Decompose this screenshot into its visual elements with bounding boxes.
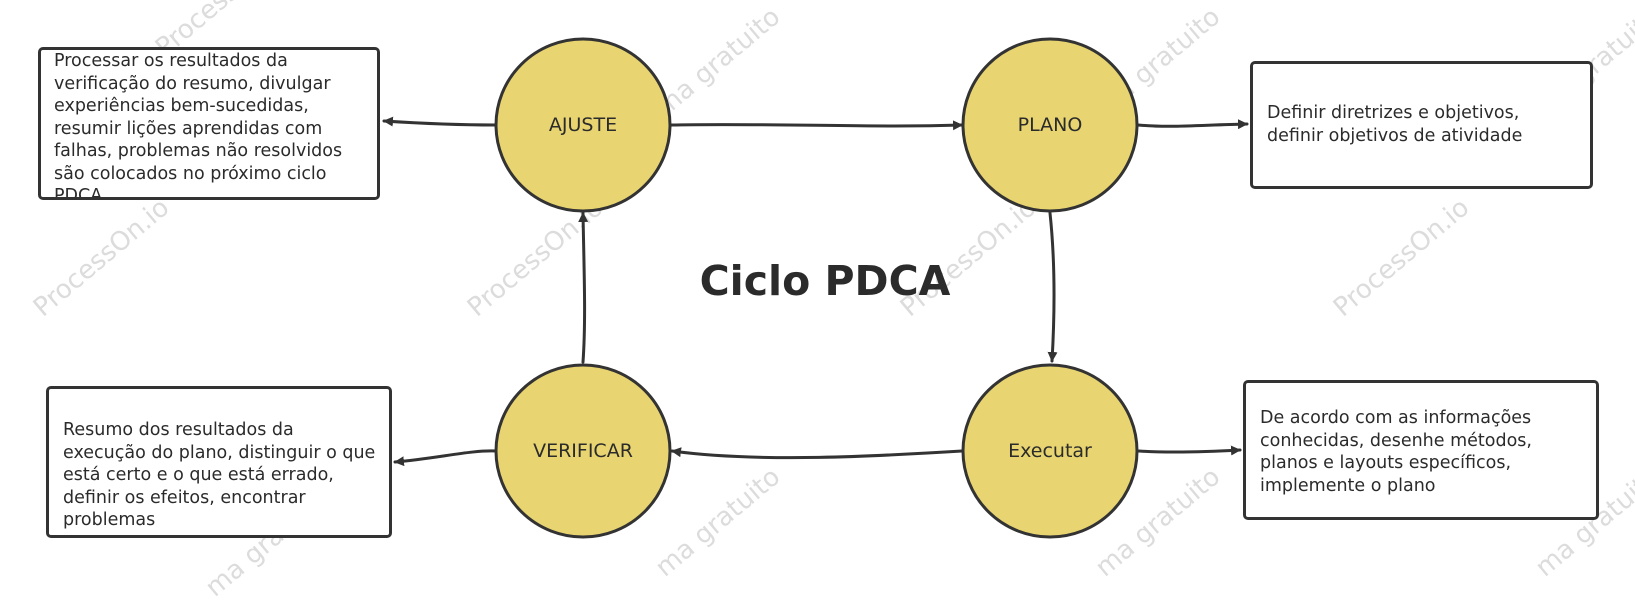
circle-executar	[961, 363, 1139, 539]
node-label-plano: PLANO	[1017, 114, 1083, 136]
circle-verificar	[494, 363, 672, 539]
arrow-verificar-to-ajuste	[578, 211, 589, 364]
pdca-diagram	[382, 37, 1249, 539]
note-ajuste: Processar os resultados da verificação d…	[38, 47, 380, 200]
diagram-title: Ciclo PDCA	[699, 257, 951, 305]
note-plano: Definir diretrizes e objetivos, definir …	[1250, 61, 1593, 189]
arrow-verificar-to-note	[393, 449, 498, 467]
circle-ajuste	[494, 37, 672, 213]
note-text-executar: De acordo com as informações conhecidas,…	[1260, 408, 1532, 496]
node-label-executar: Executar	[1008, 440, 1092, 462]
arrow-executar-to-note	[1136, 445, 1242, 456]
node-label-verificar: VERIFICAR	[533, 440, 633, 462]
note-text-plano: Definir diretrizes e objetivos, definir …	[1267, 103, 1523, 146]
arrow-ajuste-to-plano	[668, 120, 964, 131]
note-verificar: Resumo dos resultados da execução do pla…	[46, 386, 392, 538]
note-executar: De acordo com as informações conhecidas,…	[1243, 380, 1599, 520]
arrow-plano-to-executar	[1047, 211, 1058, 363]
note-text-ajuste: Processar os resultados da verificação d…	[54, 51, 343, 200]
note-text-verificar: Resumo dos resultados da execução do pla…	[63, 420, 376, 530]
node-label-ajuste: AJUSTE	[548, 114, 618, 136]
arrow-plano-to-note	[1136, 119, 1249, 130]
circle-plano	[961, 37, 1139, 213]
arrow-executar-to-verificar	[670, 447, 964, 460]
arrow-ajuste-to-note	[382, 116, 498, 127]
